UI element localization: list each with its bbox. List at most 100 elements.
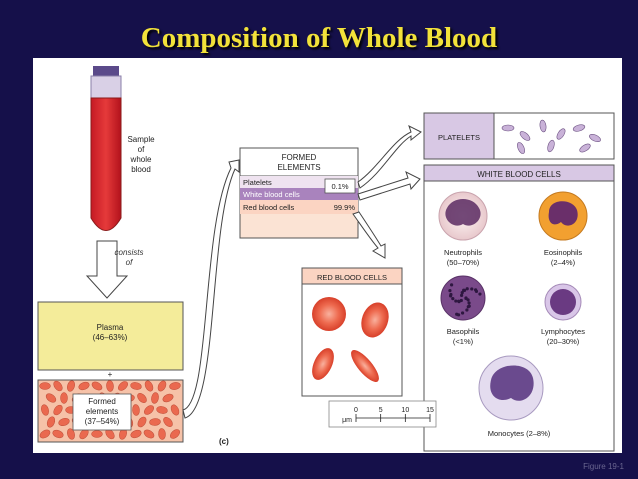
- rbc-texture-cell: [144, 405, 154, 415]
- platelet-illustrations: [501, 119, 601, 154]
- tube-label-3: whole: [130, 155, 152, 164]
- rbc-texture-cell: [45, 393, 57, 403]
- basophil-granule: [464, 296, 468, 300]
- rbc-texture-cell: [53, 404, 63, 416]
- basophil-granule: [454, 299, 458, 303]
- rbc-texture-cell: [46, 416, 56, 428]
- formed-elements-table: FORMED ELEMENTS Platelets 0.1% White blo…: [239, 147, 359, 239]
- formed-elements-arrow: [182, 159, 240, 419]
- neutrophil-nucleus: [445, 199, 481, 226]
- wbc-arrow: [357, 171, 421, 201]
- rbc-texture-cell: [67, 380, 75, 392]
- basophil-granule: [465, 287, 469, 291]
- rbc-texture-cell: [162, 393, 174, 403]
- wbc-label: WHITE BLOOD CELLS: [477, 170, 561, 179]
- basophil-granule: [462, 288, 467, 292]
- formed-box-label-2: elements: [86, 407, 118, 416]
- basophil-granule: [460, 311, 465, 315]
- tube-label-1: Sample: [127, 135, 155, 144]
- basophil-granule: [448, 289, 452, 293]
- rbc-label: RED BLOOD CELLS: [317, 273, 387, 282]
- monocyte-nucleus: [490, 365, 534, 401]
- rbc-texture-cell: [130, 382, 142, 390]
- rbc-texture-cell: [53, 380, 63, 392]
- scale-tick-label: 5: [379, 407, 383, 414]
- rbc-cell-1: [312, 297, 346, 331]
- basophil-granule: [451, 296, 455, 301]
- rbc-texture-cell: [52, 429, 64, 439]
- wbc-name-neutrophils: Neutrophils: [444, 248, 482, 257]
- formed-elements-box: Formed elements (37–54%): [37, 379, 184, 443]
- rbc-row: [240, 200, 358, 214]
- basophil-cell: [440, 275, 486, 321]
- rbc-texture-cell: [158, 428, 166, 440]
- rbc-texture-cell: [149, 418, 161, 426]
- rbc-texture-cell: [106, 380, 114, 392]
- wbc-label-monocytes: Monocytes (2–8%): [488, 429, 551, 438]
- blood-sample-tube: [90, 66, 122, 231]
- plasma-percent: (46–63%): [93, 333, 128, 342]
- platelet: [519, 131, 531, 141]
- rbc-texture-cell: [163, 417, 173, 427]
- rbc-texture-cell: [144, 380, 154, 392]
- formed-row-1-label: White blood cells: [243, 190, 300, 199]
- basophil-granule: [457, 299, 461, 303]
- platelet: [517, 142, 525, 154]
- basophil-granule: [449, 292, 453, 297]
- rbc-cell-3: [312, 348, 334, 380]
- basophil-granule: [465, 308, 469, 312]
- rbc-cell-2: [361, 302, 389, 338]
- rbc-texture-cell: [170, 404, 180, 416]
- plus-sign: +: [108, 370, 113, 379]
- wbc-pct-basophils: (<1%): [453, 337, 474, 346]
- formed-row-2-value: 99.9%: [334, 203, 356, 212]
- rbc-texture-cell: [170, 429, 180, 439]
- wbc-name-basophils: Basophils: [447, 327, 480, 336]
- rbc-texture-cell: [143, 429, 155, 439]
- basophil-granule: [478, 292, 482, 296]
- basophil-granule: [449, 283, 454, 287]
- basophil-granule: [467, 301, 471, 305]
- tube-glass: [90, 75, 122, 99]
- rbc-texture-cell: [137, 416, 147, 428]
- lymphocyte-nucleus: [550, 289, 576, 315]
- wbc-box: WHITE BLOOD CELLS Neutrophils (50–70%) E…: [423, 164, 615, 452]
- platelet: [589, 133, 601, 143]
- panel-letter: (c): [219, 437, 229, 446]
- formed-box-label-1: Formed: [88, 397, 116, 406]
- plasma-label: Plasma: [97, 323, 124, 332]
- consists-label-2: of: [126, 258, 133, 267]
- formed-row-2-label: Red blood cells: [243, 203, 295, 212]
- formed-row-0-value: 0.1%: [331, 182, 348, 191]
- rbc-texture-cell: [130, 429, 142, 439]
- rbc-texture-cell: [58, 418, 70, 426]
- basophil-granule: [459, 298, 463, 303]
- basophil-granules: [448, 283, 482, 317]
- basophil-granule: [466, 305, 470, 309]
- scale-tick-label: 15: [426, 407, 434, 414]
- diagram-panel: Sample of whole blood consists of Plasma…: [33, 58, 622, 453]
- tube-label-2: of: [138, 145, 145, 154]
- rbc-cell-4: [351, 350, 379, 382]
- platelets-label: PLATELETS: [438, 133, 480, 142]
- rbc-texture-cell: [39, 429, 51, 439]
- tube-label-4: blood: [131, 165, 151, 174]
- platelet: [539, 119, 547, 133]
- rbc-texture-cell: [67, 428, 75, 440]
- rbc-texture-cell: [91, 381, 103, 391]
- formed-table-title-1: FORMED: [282, 153, 317, 162]
- slide-title: Composition of Whole Blood: [140, 22, 498, 54]
- rbc-texture-cell: [78, 381, 90, 391]
- plasma-box: [37, 301, 184, 371]
- rbc-texture-cell: [151, 392, 159, 404]
- platelets-box: PLATELETS: [423, 112, 615, 160]
- rbc-texture-cell: [118, 381, 128, 391]
- consists-arrow: [85, 240, 129, 299]
- rbc-texture-cell: [132, 404, 140, 416]
- formed-box-label-3: (37–54%): [85, 417, 120, 426]
- wbc-pct-eosinophils: (2–4%): [551, 258, 576, 267]
- platelet: [501, 124, 515, 132]
- basophil-granule: [470, 287, 474, 291]
- scale-unit: μm: [342, 417, 352, 424]
